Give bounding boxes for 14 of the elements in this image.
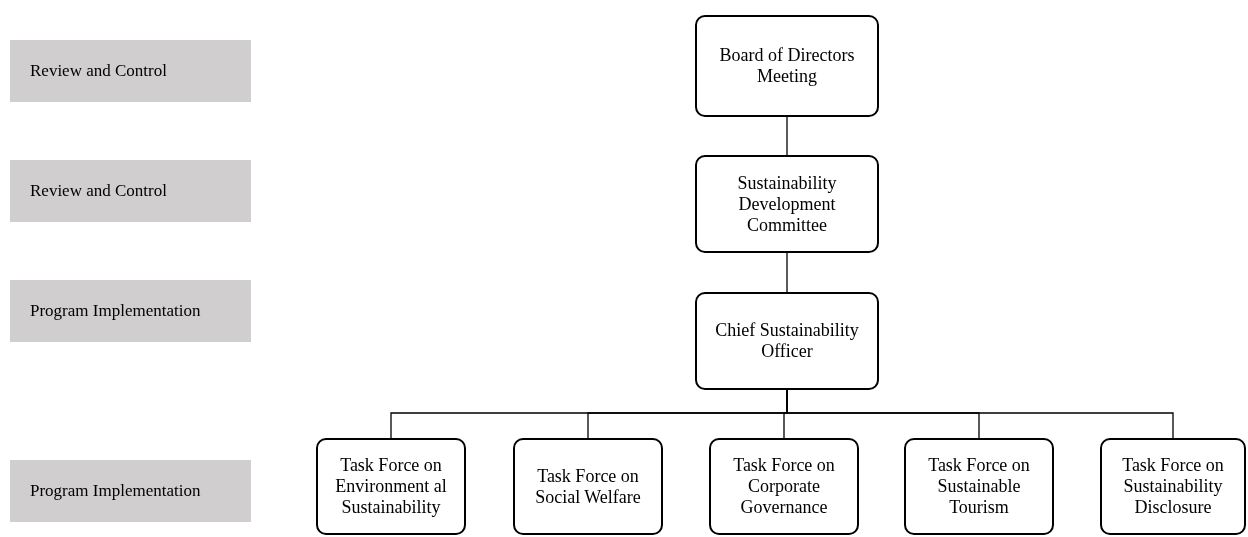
- org-box: Chief Sustainability Officer: [695, 292, 879, 390]
- org-box: Sustainability Development Committee: [695, 155, 879, 253]
- level-band: Program Implementation: [10, 280, 251, 342]
- org-box: Task Force on Environment al Sustainability: [316, 438, 466, 535]
- org-box: Task Force on Sustainable Tourism: [904, 438, 1054, 535]
- level-band: Review and Control: [10, 160, 251, 222]
- level-band: Review and Control: [10, 40, 251, 102]
- org-box: Task Force on Social Welfare: [513, 438, 663, 535]
- connector-line: [786, 252, 788, 293]
- org-box: Task Force on Sustainability Disclosure: [1100, 438, 1246, 535]
- level-band: Program Implementation: [10, 460, 251, 522]
- org-box: Task Force on Corporate Governance: [709, 438, 859, 535]
- org-box: Board of Directors Meeting: [695, 15, 879, 117]
- connector-line: [786, 116, 788, 156]
